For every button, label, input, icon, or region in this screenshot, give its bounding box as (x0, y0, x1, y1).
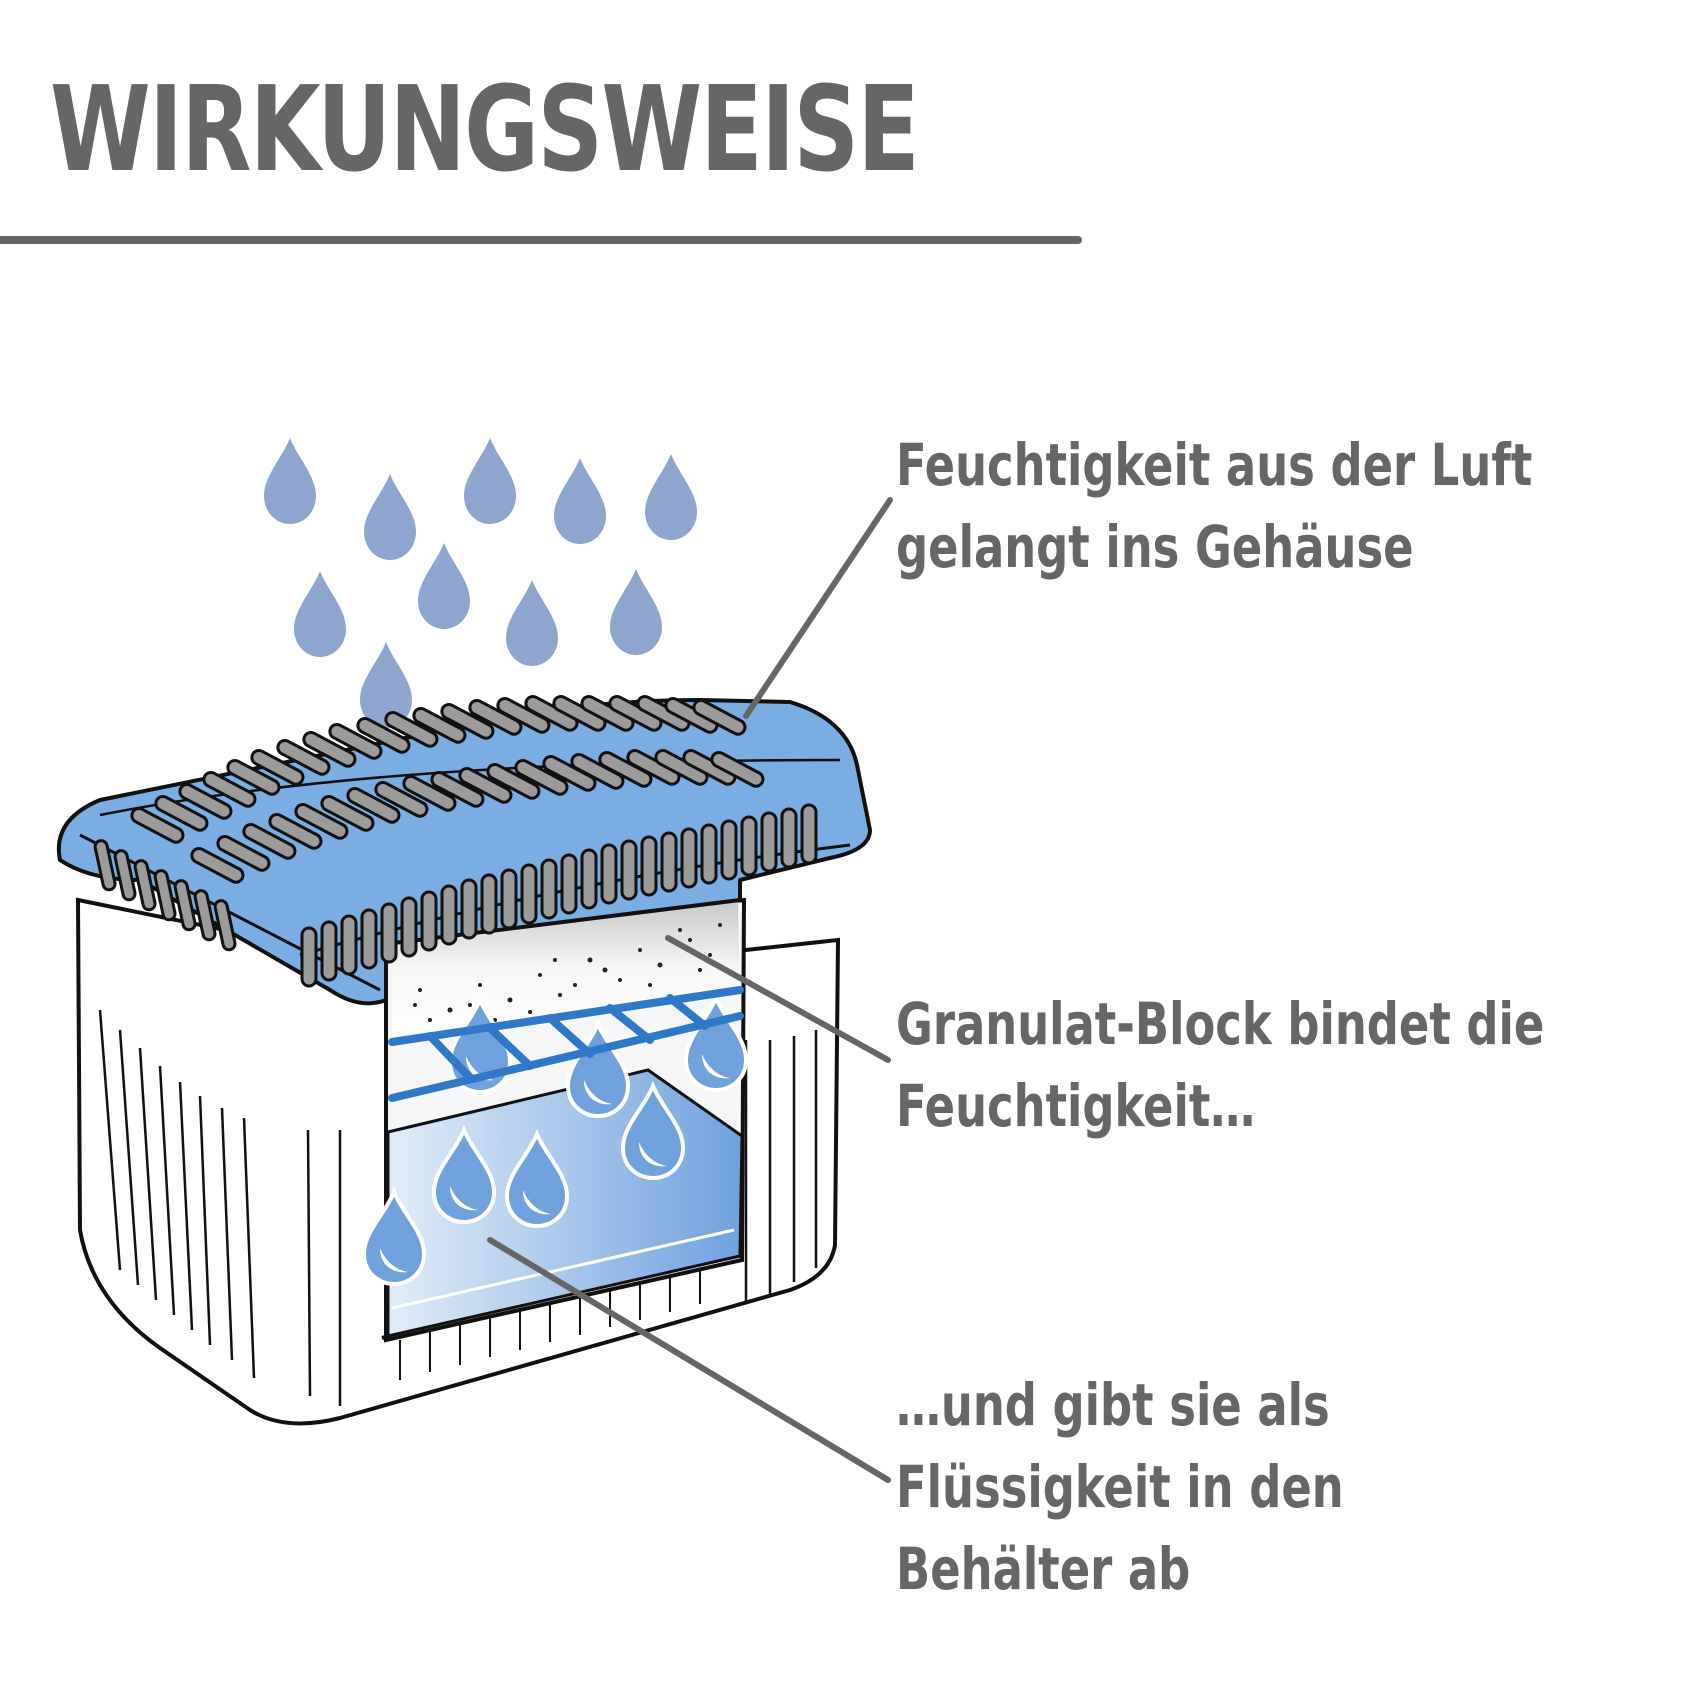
label-line: Feuchtigkeit… (896, 1072, 1256, 1140)
page-title: WIRKUNGSWEISE (50, 60, 920, 198)
leader-line-1 (743, 497, 893, 719)
lid-top-vents-row2 (190, 748, 765, 884)
label-moisture-enters: Feuchtigkeit aus der Luft gelangt ins Ge… (896, 424, 1532, 588)
label-line: Behälter ab (896, 1535, 1191, 1603)
leader-line-2 (665, 935, 891, 1063)
title-underline (0, 236, 1082, 244)
label-line: Granulat-Block bindet die (896, 990, 1545, 1058)
label-line: Feuchtigkeit aus der Luft (896, 431, 1533, 499)
grid-rack (388, 986, 744, 1102)
label-granulate-binds: Granulat-Block bindet die Feuchtigkeit… (896, 983, 1544, 1147)
lid-top-vents (130, 694, 747, 844)
label-liquid-collects: …und gibt sie als Flüssigkeit in den Beh… (896, 1364, 1344, 1610)
label-line: gelangt ins Gehäuse (896, 513, 1414, 581)
vented-lid (56, 694, 872, 1006)
lid-side-vents (93, 839, 237, 952)
leader-line-3 (487, 1237, 891, 1483)
label-line: Flüssigkeit in den (896, 1453, 1344, 1521)
label-line: …und gibt sie als (896, 1371, 1330, 1439)
leader-lines (487, 497, 893, 1483)
falling-water-drops (264, 438, 697, 728)
cutaway-window (362, 897, 748, 1343)
lid-front-vents (300, 803, 818, 988)
granulate-speckles (413, 923, 722, 1022)
